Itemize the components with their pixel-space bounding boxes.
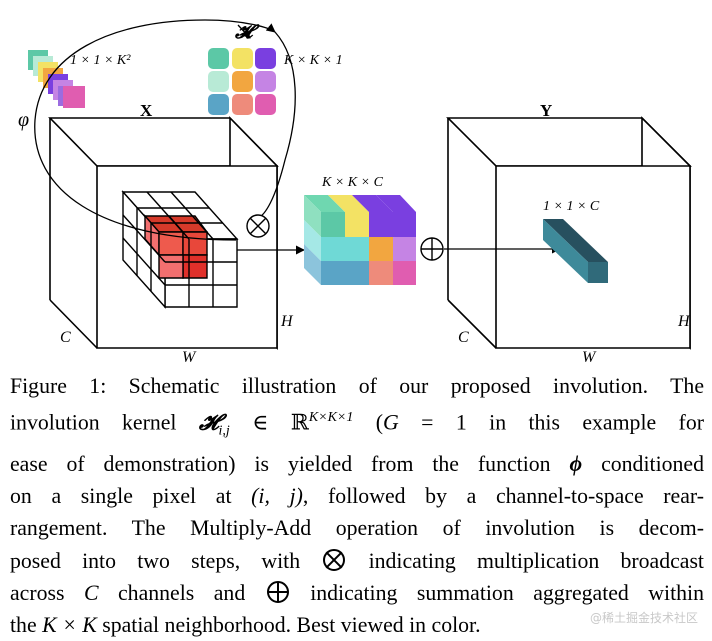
caption-line-4: on a single pixel at (i, j), followed by… xyxy=(10,484,704,509)
phi-label: φ xyxy=(18,109,29,131)
kernel-small-label: 1 × 1 × K² xyxy=(70,53,131,68)
phi-arc xyxy=(34,19,296,241)
y-h-label: H xyxy=(677,313,691,330)
y-c-label: C xyxy=(458,329,469,346)
otimes-icon xyxy=(323,548,346,571)
x-label: X xyxy=(140,101,153,120)
kkc-block xyxy=(304,195,416,285)
kkc-label: K × K × C xyxy=(321,175,384,190)
kernel-kk1-label: K × K × 1 xyxy=(283,53,343,68)
y-w-label: W xyxy=(582,349,597,366)
caption-line-3: ease of demonstration) is yielded from t… xyxy=(10,452,704,477)
kernel-stack-1x1xk2 xyxy=(28,50,85,108)
out-bar-label: 1 × 1 × C xyxy=(543,199,600,214)
x-h-label: H xyxy=(280,313,294,330)
caption-line-5: rangement. The Multiply-Add operation of… xyxy=(10,516,704,541)
kernel-kxkx1 xyxy=(208,48,276,115)
output-pixel-bar xyxy=(543,219,608,283)
kernel-symbol: 𝓗 xyxy=(198,410,219,435)
multiply-symbol xyxy=(246,214,270,238)
watermark: @稀土掘金技术社区 xyxy=(589,611,698,625)
caption-line-1: Figure 1: Schematic illustration of our … xyxy=(10,374,704,398)
x-w-label: W xyxy=(182,349,197,366)
figure-caption: Figure 1: Schematic illustration of our … xyxy=(10,370,704,641)
caption-line-2: involution kernel 𝓗i,j ∈ ℝK×K×1 (G = 1 i… xyxy=(10,410,704,439)
x-c-label: C xyxy=(60,329,71,346)
caption-line-7: across C channels and indicating summati… xyxy=(10,580,705,605)
involution-figure: 1 × 1 × K² φ 𝓗 K × K × 1 xyxy=(18,19,692,366)
caption-line-6: posed into two steps, with indicating mu… xyxy=(10,548,704,573)
oplus-icon xyxy=(266,580,289,603)
sum-symbol xyxy=(420,237,444,261)
y-label: Y xyxy=(540,101,552,120)
